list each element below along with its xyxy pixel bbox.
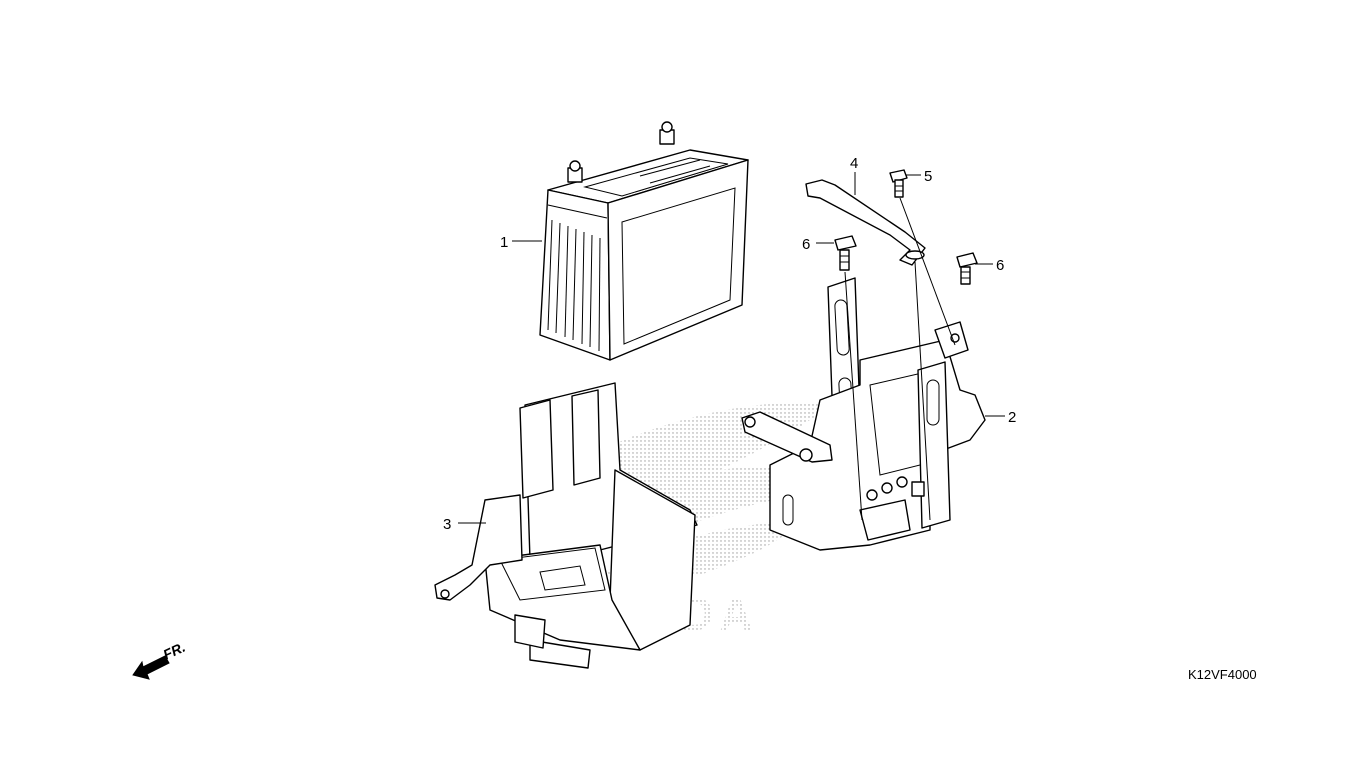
svg-text:4: 4: [850, 155, 858, 172]
callout-2: 2: [985, 409, 1016, 426]
callout-1: 1: [500, 234, 542, 251]
front-direction-label: FR.: [161, 639, 188, 663]
svg-text:5: 5: [924, 168, 932, 185]
bolt-6-right-part: [956, 252, 978, 285]
battery-terminal-negative: [567, 160, 583, 183]
callout-6-left: 6: [802, 236, 834, 253]
svg-text:6: 6: [802, 236, 810, 253]
stay-plate-part: [805, 179, 926, 266]
bolt-5-part: [889, 169, 908, 198]
battery-terminal-positive: [659, 121, 675, 145]
callout-3: 3: [443, 516, 486, 533]
drawing-code: K12VF4000: [1188, 667, 1257, 682]
svg-text:3: 3: [443, 516, 451, 533]
battery-bracket-part: [741, 277, 986, 551]
callout-4: 4: [850, 155, 858, 195]
assembly-guide-lines: [844, 197, 956, 521]
callout-6-right: 6: [975, 257, 1004, 274]
battery-tray-part: [434, 382, 698, 669]
svg-text:1: 1: [500, 234, 508, 251]
front-direction-arrow: FR.: [132, 639, 188, 680]
bolt-6-left-part: [834, 235, 857, 271]
svg-text:2: 2: [1008, 409, 1016, 426]
callout-5: 5: [906, 168, 932, 185]
svg-text:6: 6: [996, 257, 1004, 274]
battery-part: [539, 121, 749, 361]
